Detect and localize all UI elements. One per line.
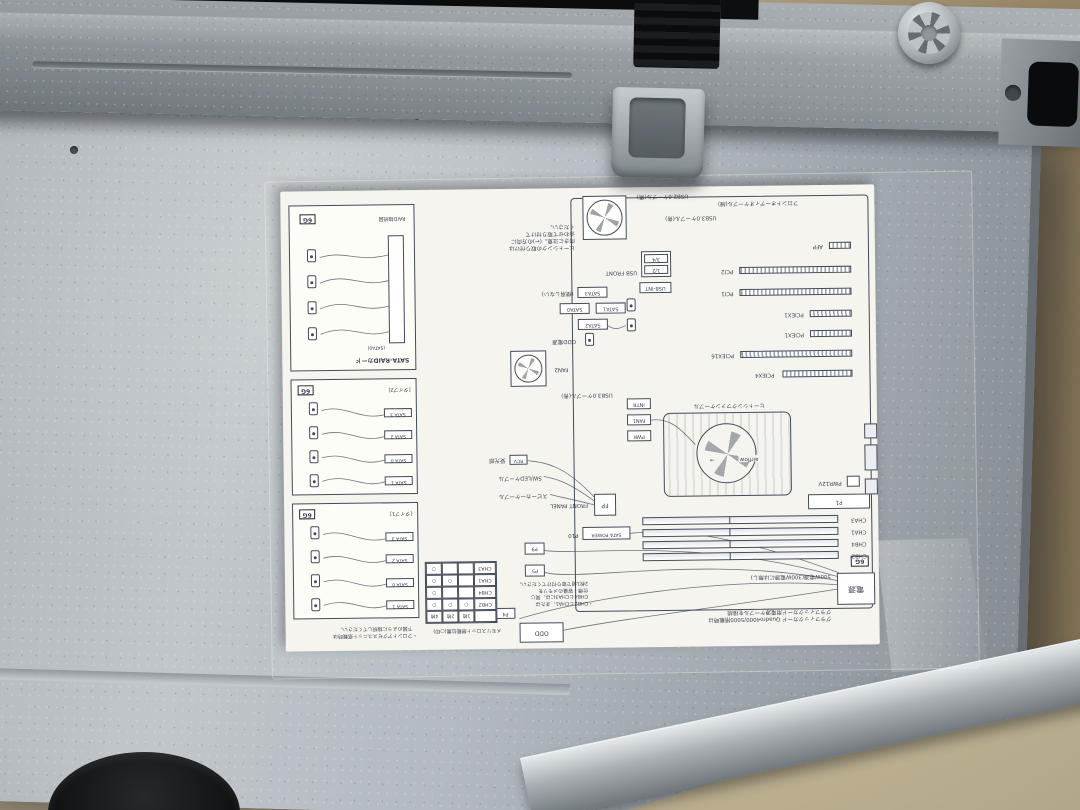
bracket-hole (1026, 61, 1080, 128)
motherboard-diagram-label: 電源 6G グラフィックカード Quadro4000/5000搭載時は グラフィ… (280, 184, 880, 652)
hinge-tab (610, 86, 706, 180)
corner-bracket (998, 38, 1080, 148)
cable-lines (321, 408, 386, 485)
hinge-recess (628, 97, 686, 159)
black-plastic-part (633, 0, 721, 69)
protective-film (264, 170, 980, 680)
cable-lines (322, 532, 387, 609)
raid-card-diagram: SATA-RAIDカード (SATA0) RAID接続図 6G (288, 204, 417, 372)
bracket-screw-hole (1004, 84, 1022, 102)
label-content: 電源 6G グラフィックカード Quadro4000/5000搭載時は グラフィ… (280, 184, 880, 651)
sata-diagram-type2: SATA 1 SATA 0 SATA 2 SATA 3 [タイプ2] 6G (290, 377, 418, 496)
film-fold (876, 538, 988, 672)
panel-screw-hole (70, 146, 78, 154)
sata-diagram-type1: SATA 1 SATA 0 SATA 2 SATA 3 [タイプ1] 6G (292, 501, 420, 620)
thumbscrew[interactable] (898, 2, 960, 64)
cable-lines (319, 254, 390, 335)
thumbscrew-center (921, 25, 937, 41)
